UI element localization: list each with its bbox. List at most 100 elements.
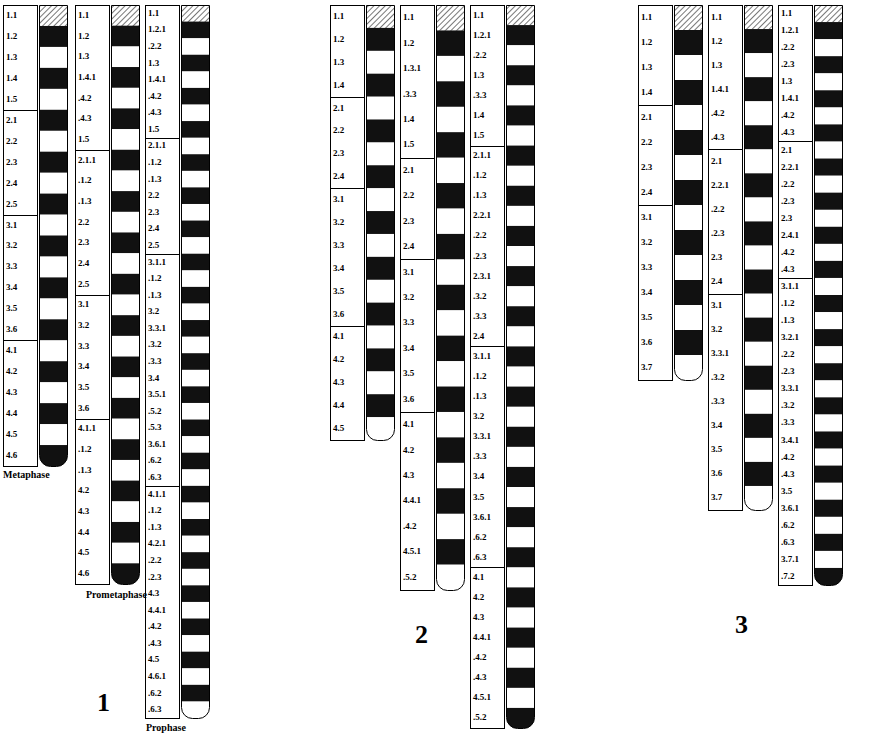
band-label: 4.5.1 (403, 547, 421, 556)
band-label: .7.2 (781, 572, 795, 581)
band-label: 2.4.1 (781, 231, 799, 240)
band-label: 1.3 (6, 53, 17, 62)
region-divider (4, 215, 38, 216)
band-label: 2.3.1 (473, 272, 491, 281)
band-label: .1.2 (148, 274, 162, 283)
band-label: 1.1 (6, 11, 17, 20)
chromosome-band (437, 81, 465, 107)
chromosome-band (815, 56, 843, 73)
band-label-box (471, 6, 505, 729)
band-label: .1.3 (78, 197, 92, 206)
band-label: 2.1.1 (148, 141, 166, 150)
band-label: 1.3 (148, 59, 159, 68)
chromosome-band (745, 318, 773, 342)
chromosome-band (367, 5, 395, 28)
band-label: 1.4.1 (78, 73, 96, 82)
chromosome-band (182, 38, 210, 55)
chromosome-band (112, 543, 140, 564)
chromosome-band (437, 30, 465, 56)
chromosome-band (507, 45, 535, 65)
chromosome-band (745, 390, 773, 414)
band-label: 3.6 (641, 338, 652, 347)
band-label: .3.2 (148, 340, 162, 349)
region-divider (331, 188, 365, 189)
band-label: 2.2 (6, 137, 17, 146)
chromosome-band (40, 403, 68, 424)
chromosome-number: 2 (415, 622, 428, 648)
band-label: 3.3.1 (473, 432, 491, 441)
band-label: 3.3.1 (148, 324, 166, 333)
chromosome-outline (745, 6, 773, 511)
chromosome-band (367, 303, 395, 326)
chromosome-band (367, 234, 395, 257)
chromosome-band (507, 85, 535, 105)
band-label: 3.4 (711, 421, 722, 430)
chromosome-band (815, 346, 843, 363)
chromosome-band (507, 166, 535, 186)
band-label: 1.3.1 (403, 64, 421, 73)
band-label: .4.3 (711, 133, 725, 142)
chromosome-band (507, 628, 535, 648)
band-label: .4.3 (781, 470, 795, 479)
chromosome-band (675, 130, 703, 155)
stage-caption: Prophase (146, 723, 186, 733)
band-label: 2.3 (711, 253, 722, 262)
band-label: .1.2 (148, 158, 162, 167)
band-label: 2.5 (78, 280, 89, 289)
band-label: 2.3 (781, 214, 792, 223)
band-label: 3.5 (473, 493, 484, 502)
chromosome-band (182, 453, 210, 470)
region-divider (471, 346, 505, 347)
band-label: 4.3 (333, 378, 344, 387)
band-label-box (779, 6, 813, 586)
chromosome-band (112, 315, 140, 336)
band-label: .4.2 (148, 622, 162, 631)
chromosome-band (675, 180, 703, 205)
band-label: 3.1 (711, 301, 722, 310)
band-label: .2.3 (148, 573, 162, 582)
band-label: 1.2 (78, 32, 89, 41)
band-label: 3.4 (148, 374, 159, 383)
band-label: 4.5.1 (473, 693, 491, 702)
band-label: 1.3 (333, 58, 344, 67)
region-divider (639, 205, 673, 206)
band-label: .3.3 (781, 418, 795, 427)
band-label: 3.3 (641, 263, 652, 272)
chromosome-band (40, 424, 68, 445)
region-divider (401, 412, 435, 413)
band-label: 1.5 (6, 95, 17, 104)
chromosome-band (815, 5, 843, 22)
chromosome-band (367, 280, 395, 303)
band-label: 3.5 (641, 313, 652, 322)
chromosome-band (112, 108, 140, 129)
band-label: 4.5 (148, 655, 159, 664)
band-label: .2.2 (473, 231, 487, 240)
chromosome-band (507, 668, 535, 688)
chromosome-band (745, 149, 773, 173)
chromosome-band (182, 187, 210, 204)
band-label: 3.2 (6, 241, 17, 250)
chromosome-band (182, 320, 210, 337)
band-label: 3.6 (403, 395, 414, 404)
band-label: 4.1 (403, 420, 414, 429)
band-label: .5.2 (403, 573, 417, 582)
chromosome-band (815, 551, 843, 568)
region-divider (331, 326, 365, 327)
chromosome-band (437, 514, 465, 540)
chromosome-band (815, 124, 843, 141)
chromosome-band (437, 539, 465, 565)
band-label: .6.3 (148, 473, 162, 482)
chromosome-outline (182, 6, 210, 719)
band-label: .1.3 (148, 175, 162, 184)
band-label: .3.2 (781, 401, 795, 410)
band-label: 3.1 (403, 268, 414, 277)
chromosome-band (182, 569, 210, 586)
band-label: 3.6.1 (473, 513, 491, 522)
chromosome-band (675, 230, 703, 255)
band-label: 3.2 (711, 325, 722, 334)
chromosome-band (507, 688, 535, 708)
chromosome-band (745, 294, 773, 318)
band-label: .5.2 (473, 713, 487, 722)
band-label: 2.1 (6, 116, 17, 125)
chromosome-band (182, 171, 210, 188)
